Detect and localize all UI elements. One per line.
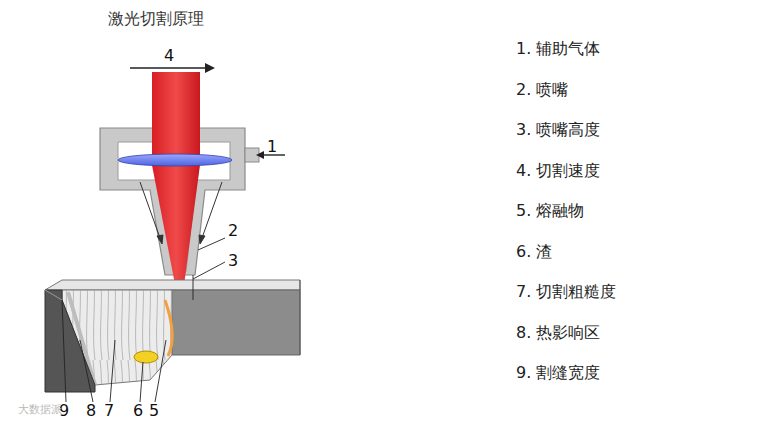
molten-material (165, 300, 172, 356)
callout-number: 4 (164, 47, 174, 65)
legend-item: 7. 切割粗糙度 (516, 283, 616, 301)
legend-item: 8. 热影响区 (516, 324, 600, 342)
arrow-head (205, 63, 215, 73)
legend-item: 1. 辅助气体 (516, 40, 600, 58)
workpiece-top (45, 280, 300, 290)
workpiece-front (170, 290, 300, 355)
legend-item: 3. 喷嘴高度 (516, 121, 600, 139)
diagram-title: 激光切割原理 (108, 10, 204, 28)
callout-number: 1 (267, 138, 277, 156)
callout-number: 7 (104, 402, 114, 420)
callout-number: 5 (149, 402, 159, 420)
callout-number: 3 (228, 252, 238, 270)
speed-arrow (130, 67, 208, 69)
legend-item: 4. 切割速度 (516, 162, 600, 180)
legend-item: 5. 熔融物 (516, 202, 584, 220)
watermark: 大数据派 (18, 404, 62, 416)
callout-number: 6 (133, 402, 143, 420)
focus-lens (118, 154, 232, 166)
legend-item: 6. 渣 (516, 243, 552, 261)
laser-beam (152, 72, 200, 300)
callout-number: 2 (228, 222, 238, 240)
callout-number: 8 (86, 402, 96, 420)
legend-item: 9. 割缝宽度 (516, 364, 600, 382)
legend-item: 2. 喷嘴 (516, 81, 568, 99)
dross (134, 351, 158, 363)
